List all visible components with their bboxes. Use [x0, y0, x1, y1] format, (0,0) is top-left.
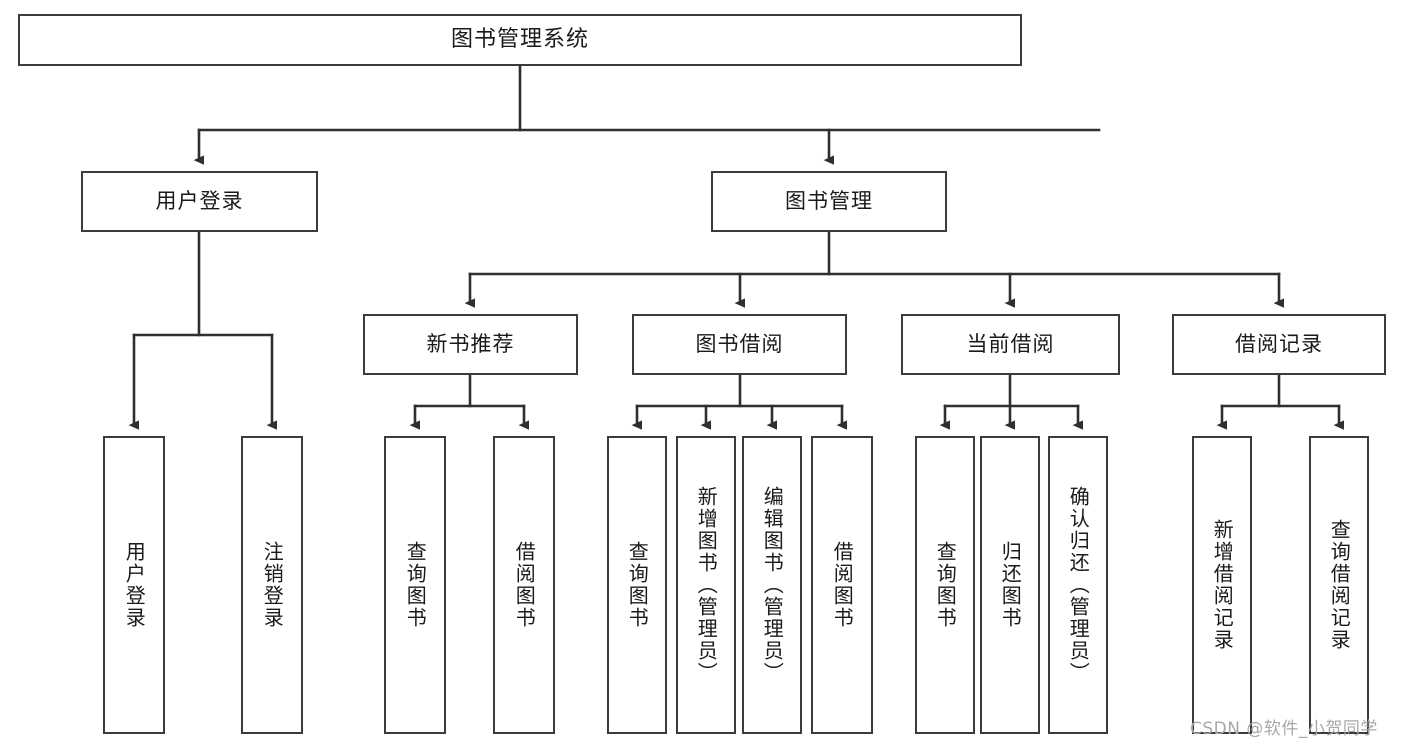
leaf-borrow-record-query[interactable]: 查询借阅记录	[1309, 436, 1369, 734]
node-borrow-record-label: 借阅记录	[1235, 332, 1323, 357]
node-book-borrow[interactable]: 图书借阅	[632, 314, 847, 375]
leaf-label: 借阅图书	[830, 541, 855, 629]
leaf-user-login-signout[interactable]: 注销登录	[241, 436, 303, 734]
leaf-new-book-borrow[interactable]: 借阅图书	[493, 436, 555, 734]
leaf-new-book-query[interactable]: 查询图书	[384, 436, 446, 734]
node-book-borrow-label: 图书借阅	[695, 332, 784, 357]
node-current-borrow-label: 当前借阅	[966, 332, 1055, 357]
leaf-label: 借阅图书	[512, 541, 537, 629]
node-root-label: 图书管理系统	[450, 27, 589, 53]
leaf-label: 用户登录	[122, 541, 147, 629]
leaf-user-login-signin[interactable]: 用户登录	[103, 436, 165, 734]
leaf-book-borrow-add[interactable]: 新增图书（管理员）	[676, 436, 736, 734]
leaf-book-borrow-lend[interactable]: 借阅图书	[811, 436, 873, 734]
leaf-label: 查询图书	[933, 541, 958, 629]
node-current-borrow[interactable]: 当前借阅	[901, 314, 1120, 375]
leaf-label: 确认归还（管理员）	[1066, 486, 1091, 684]
node-book-management[interactable]: 图书管理	[711, 171, 947, 232]
node-user-login-label: 用户登录	[155, 189, 244, 214]
leaf-current-borrow-return[interactable]: 归还图书	[980, 436, 1040, 734]
leaf-book-borrow-query[interactable]: 查询图书	[607, 436, 667, 734]
node-user-login[interactable]: 用户登录	[81, 171, 318, 232]
node-new-book-recommend[interactable]: 新书推荐	[363, 314, 578, 375]
node-borrow-record[interactable]: 借阅记录	[1172, 314, 1386, 375]
node-book-management-label: 图书管理	[785, 189, 873, 214]
leaf-current-borrow-query[interactable]: 查询图书	[915, 436, 975, 734]
leaf-label: 查询图书	[403, 541, 428, 629]
leaf-label: 归还图书	[998, 541, 1023, 629]
leaf-label: 查询借阅记录	[1327, 519, 1352, 651]
leaf-book-borrow-edit[interactable]: 编辑图书（管理员）	[742, 436, 802, 734]
leaf-label: 编辑图书（管理员）	[760, 486, 785, 684]
node-new-book-recommend-label: 新书推荐	[426, 332, 515, 357]
leaf-current-borrow-confirm[interactable]: 确认归还（管理员）	[1048, 436, 1108, 734]
leaf-borrow-record-add[interactable]: 新增借阅记录	[1192, 436, 1252, 734]
leaf-label: 注销登录	[260, 541, 285, 629]
leaf-label: 新增图书（管理员）	[694, 486, 719, 684]
leaf-label: 新增借阅记录	[1210, 519, 1235, 651]
leaf-label: 查询图书	[625, 541, 650, 629]
node-root[interactable]: 图书管理系统	[18, 14, 1022, 66]
